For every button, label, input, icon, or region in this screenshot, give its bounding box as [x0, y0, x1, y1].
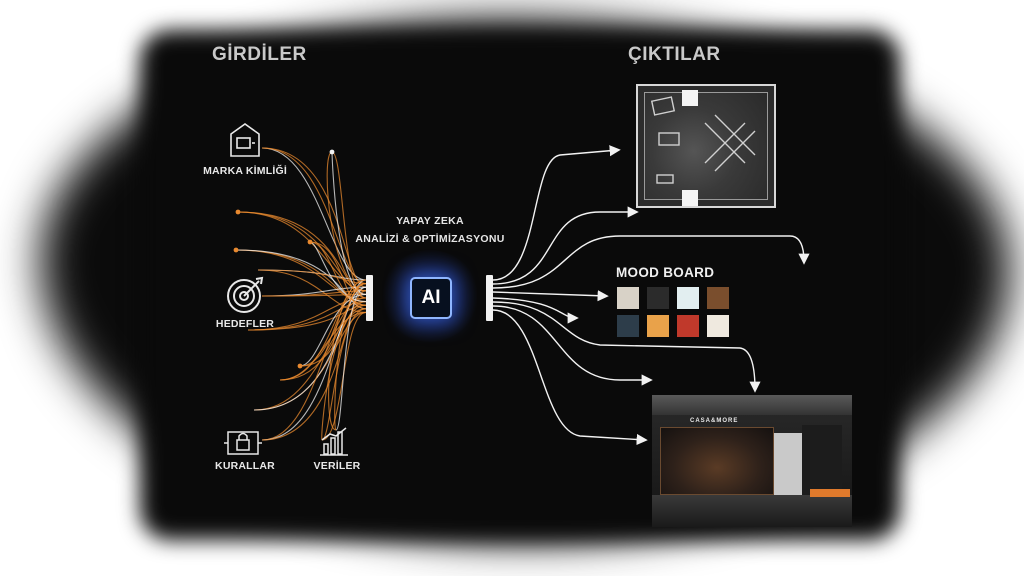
mood-board-swatch: [617, 287, 639, 309]
mood-board-swatch: [677, 287, 699, 309]
mood-board-swatch: [707, 315, 729, 337]
output-store-render: CASA&MORE: [652, 395, 852, 527]
input-wire: [309, 241, 367, 303]
target-icon: [227, 276, 264, 313]
mood-board-title: MOOD BOARD: [616, 265, 715, 280]
output-wire: [492, 297, 579, 324]
ai-title-line2: ANALİZİ & OPTİMİZASYONU: [355, 233, 505, 245]
brand-store-icon: [230, 123, 260, 157]
render-pattern-wall: [802, 425, 842, 495]
input-wire: [326, 151, 367, 292]
input-wire: [309, 241, 367, 306]
input-wire: [261, 283, 367, 441]
input-label-rules: KURALLAR: [215, 460, 275, 472]
render-display-panel: [774, 433, 802, 499]
input-label-brand-identity: MARKA KİMLİĞİ: [203, 165, 287, 177]
output-wire: [492, 290, 609, 302]
render-floor: [652, 495, 852, 527]
mood-board-swatch: [707, 287, 729, 309]
input-wire: [261, 290, 367, 441]
output-wire: [492, 301, 761, 393]
output-wire: [492, 309, 648, 446]
input-bus-bar: [366, 275, 373, 321]
lock-rules-icon: [224, 431, 262, 455]
input-wire: [261, 147, 367, 288]
render-store-sign: CASA&MORE: [690, 418, 739, 424]
ai-title-line1: YAPAY ZEKA: [396, 215, 464, 227]
outputs-title: ÇIKTILAR: [628, 44, 721, 65]
inputs-title: GİRDİLER: [212, 44, 307, 65]
input-node-dot: [297, 363, 303, 369]
input-wire: [257, 269, 367, 285]
output-wire: [492, 206, 639, 285]
floor-plan-area: [644, 92, 768, 200]
input-node-dot: [233, 247, 239, 253]
input-wire: [331, 151, 367, 299]
input-wire: [279, 279, 367, 381]
render-interior-room: [660, 427, 774, 495]
output-wire: [492, 145, 621, 281]
mood-board-swatch: [647, 287, 669, 309]
data-chart-icon: [320, 427, 348, 456]
output-bus-bar: [486, 275, 493, 321]
ai-chip-badge: AI: [410, 277, 452, 319]
output-wire: [492, 235, 810, 289]
mood-board-swatch: [677, 315, 699, 337]
input-node-dot: [307, 239, 313, 245]
floor-plan-door-bottom: [682, 190, 698, 206]
mood-board-swatch: [617, 315, 639, 337]
output-floor-plan: [636, 84, 776, 208]
render-orange-bench: [810, 489, 850, 497]
mood-board-swatch: [647, 315, 669, 337]
input-wire: [279, 283, 367, 381]
input-wire: [299, 293, 367, 367]
input-wire: [309, 241, 367, 310]
input-node-dot: [235, 209, 241, 215]
render-ceiling: [652, 395, 852, 415]
input-node-dot: [329, 149, 335, 155]
input-label-data: VERİLER: [313, 460, 361, 472]
input-wire: [261, 286, 367, 441]
ai-process-title: YAPAY ZEKA ANALİZİ & OPTİMİZASYONU: [340, 212, 520, 248]
input-wire: [261, 293, 367, 297]
floor-plan-door-top: [682, 90, 698, 106]
input-label-goals: HEDEFLER: [215, 318, 275, 330]
output-wire: [492, 305, 653, 386]
